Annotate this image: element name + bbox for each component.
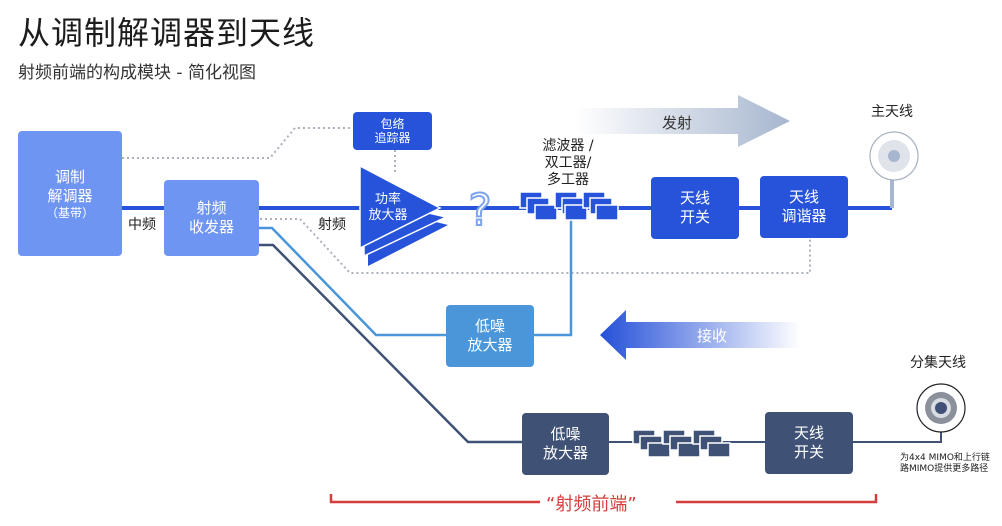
main-antenna-label: 主天线 — [871, 104, 913, 120]
filters-label-2: 双工器/ — [544, 155, 592, 171]
diversity-switch-block[interactable]: 天线 开关 — [765, 412, 853, 474]
control-line-transceiver-tuner — [260, 218, 811, 274]
lna-main-block[interactable]: 低噪 放大器 — [446, 305, 534, 367]
envelope-tracker-label-2: 追踪器 — [374, 131, 411, 145]
rf-label: 射频 — [318, 217, 346, 233]
if-label: 中频 — [128, 217, 156, 233]
transceiver-block[interactable]: 射频 收发器 — [164, 180, 259, 256]
modem-block[interactable]: 调制 解调器 （基带） — [18, 131, 122, 256]
rf-front-end-bracket-right — [676, 494, 878, 504]
filter-bank-icon[interactable] — [519, 191, 619, 221]
filters-label: 滤波器 / 双工器/ 多工器 — [528, 138, 608, 189]
envelope-tracker-label-1: 包络 — [380, 117, 405, 131]
power-amplifier-icon[interactable] — [359, 164, 442, 250]
modem-label-1: 调制 — [54, 167, 85, 186]
modem-label-3: （基带） — [45, 205, 94, 220]
transceiver-label-1: 射频 — [196, 199, 227, 217]
rx-main-line — [258, 226, 446, 337]
rx-div-line — [258, 243, 522, 444]
rf-front-end-label: “射频前端” — [546, 494, 637, 515]
antenna-tuner-label-2: 调谐器 — [781, 207, 827, 225]
modem-label-2: 解调器 — [47, 186, 93, 205]
antenna-tuner-label-1: 天线 — [788, 188, 819, 206]
page-subtitle: 射频前端的构成模块 - 简化视图 — [18, 63, 256, 83]
div-filter-bank-icon[interactable] — [632, 429, 731, 458]
antenna-switch-label-2: 开关 — [679, 208, 710, 226]
control-line-modem-tracker — [122, 127, 354, 159]
diversity-antenna-label: 分集天线 — [910, 355, 966, 371]
page-title: 从调制解调器到天线 — [18, 14, 316, 52]
filters-label-3: 多工器 — [547, 172, 589, 188]
rx-main-line-filter — [534, 218, 573, 337]
diversity-antenna-icon[interactable] — [916, 383, 966, 433]
lna-diversity-block[interactable]: 低噪 放大器 — [522, 413, 609, 475]
main-antenna-icon[interactable] — [869, 131, 919, 181]
antenna-switch-label-1: 天线 — [679, 189, 710, 207]
lna-div-label-2: 放大器 — [542, 444, 588, 462]
receive-arrow — [600, 310, 800, 360]
antenna-switch-block[interactable]: 天线 开关 — [651, 177, 739, 239]
lna-main-label-2: 放大器 — [467, 336, 513, 354]
rf-front-end-bracket-left — [329, 494, 540, 504]
div-switch-label-2: 开关 — [793, 443, 824, 461]
power-amp-label: 功率 放大器 — [360, 190, 416, 226]
lna-div-label-1: 低噪 — [550, 425, 581, 443]
question-mark-icon: ? — [468, 185, 491, 236]
lna-main-label-1: 低噪 — [474, 317, 505, 335]
transmit-label: 发射 — [662, 114, 693, 132]
antenna-tuner-block[interactable]: 天线 调谐器 — [760, 176, 848, 238]
diversity-note: 为4x4 MIMO和上行链路MIMO提供更多路径 — [900, 453, 990, 474]
filters-label-1: 滤波器 / — [542, 138, 594, 154]
power-amp-label-1: 功率 — [374, 192, 401, 207]
envelope-tracker-block[interactable]: 包络 追踪器 — [353, 112, 432, 150]
transceiver-label-2: 收发器 — [188, 218, 234, 236]
power-amp-label-2: 放大器 — [368, 208, 408, 223]
transmit-arrow — [575, 95, 790, 147]
div-switch-label-1: 天线 — [793, 424, 824, 442]
receive-label: 接收 — [697, 327, 728, 345]
